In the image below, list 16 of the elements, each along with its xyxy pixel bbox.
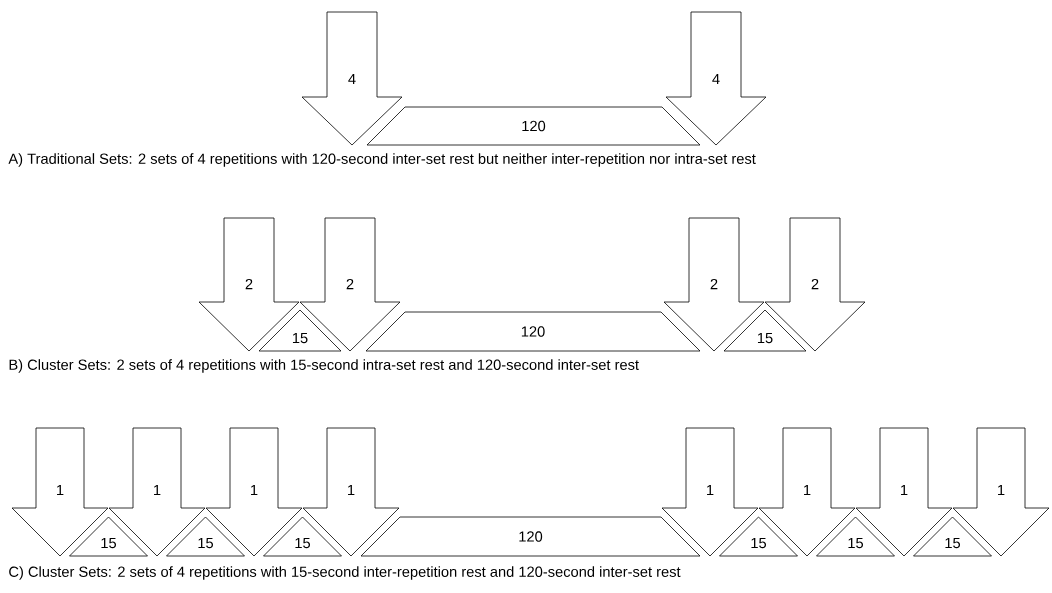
caption: B) Cluster Sets: 2 sets of 4 repetitions with 15-second intra-set rest and 120-second inter-set rest [9, 359, 639, 373]
rest-triangle: 15 [258, 309, 342, 352]
rest-triangle: 15 [69, 516, 148, 557]
caption: C) Cluster Sets: 2 sets of 4 repetitions with 15-second inter-repetition rest and 120-second inter-set rest [9, 566, 681, 580]
rest-triangle: 15 [723, 309, 807, 352]
rest-trapezoid: 120 [365, 311, 701, 352]
repetition-block: 4 [301, 11, 403, 146]
rest-triangle: 15 [719, 516, 798, 557]
caption: A) Traditional Sets: 2 sets of 4 repetitions with 120-second inter-set rest but neither inter-repetition nor intra-set rest [8, 153, 756, 167]
rest-trapezoid: 120 [366, 106, 701, 146]
rest-triangle: 15 [263, 516, 342, 557]
rest-triangle: 15 [816, 516, 895, 557]
rest-triangle: 15 [913, 516, 992, 557]
rest-triangle: 15 [166, 516, 245, 557]
repetition-block: 4 [665, 11, 767, 146]
rest-trapezoid: 120 [360, 516, 701, 557]
